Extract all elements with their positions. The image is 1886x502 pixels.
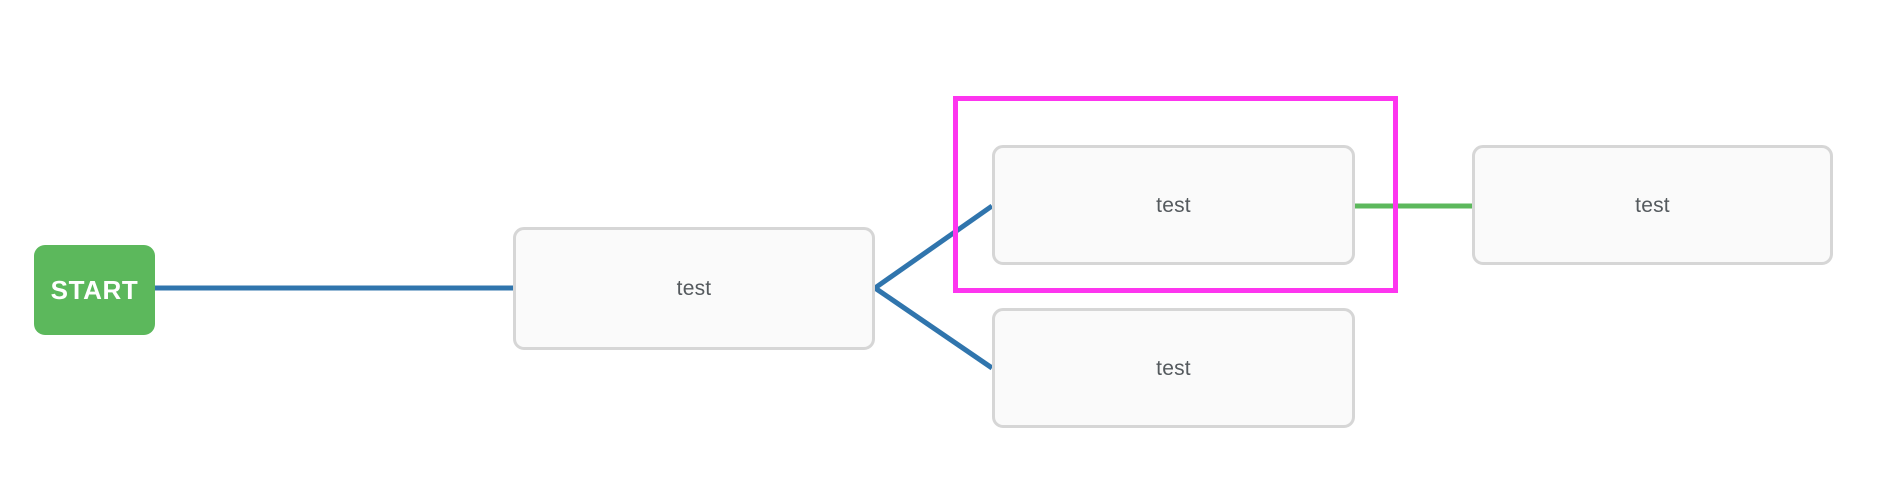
node-task-2-label: test (1156, 193, 1191, 217)
node-start[interactable]: START (34, 245, 155, 335)
node-task-2[interactable]: test (992, 145, 1355, 265)
node-task-4-label: test (1635, 193, 1670, 217)
selection-rectangle[interactable] (953, 96, 1398, 293)
node-task-1-label: test (676, 277, 712, 300)
node-task-3[interactable]: test (992, 308, 1355, 428)
node-task-4[interactable]: test (1472, 145, 1833, 265)
node-start-label: START (50, 275, 139, 305)
edge-task-1-to-task-3[interactable] (873, 285, 994, 371)
node-task-3-label: test (1156, 356, 1191, 380)
node-task-1[interactable]: test (513, 227, 875, 350)
